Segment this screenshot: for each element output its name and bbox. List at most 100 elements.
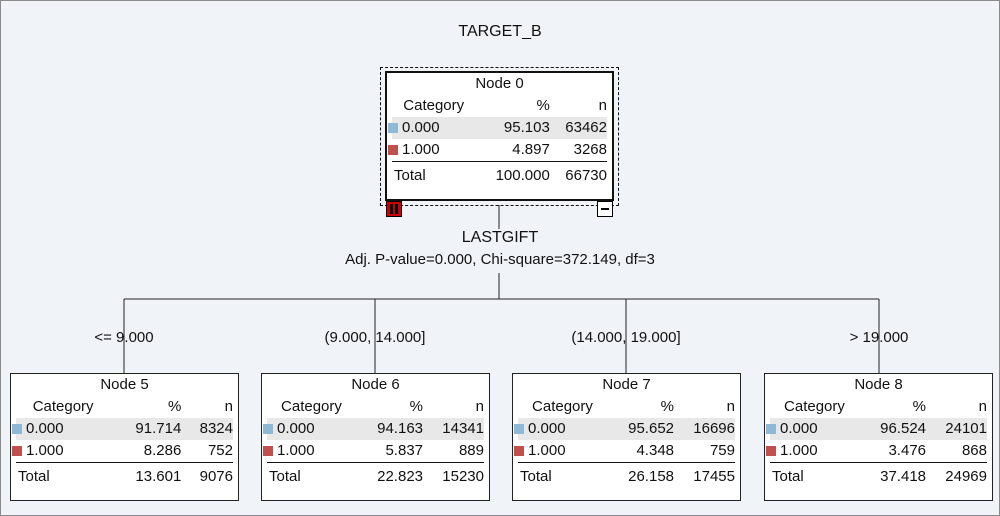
node-title: Node 0	[475, 75, 524, 92]
collapse-node-icon[interactable]	[597, 201, 613, 217]
branch-label: <= 9.000	[94, 329, 154, 346]
node-table: Category % n 0.000 95.103 63462 1.000 4.…	[388, 95, 607, 191]
percent-value: 8.286	[110, 440, 182, 463]
percent-value: 3.476	[858, 440, 927, 463]
category-row: 0.000 96.524 24101	[766, 418, 987, 440]
total-percent: 13.601	[135, 468, 182, 485]
category-label: 1.000	[528, 442, 566, 459]
total-count: 9076	[199, 468, 233, 485]
category-label: 0.000	[402, 119, 440, 136]
branch-label: (14.000, 19.000]	[571, 329, 681, 346]
category-row: 1.000 8.286 752	[12, 440, 233, 463]
header-n: n	[726, 398, 735, 415]
total-percent: 26.158	[628, 468, 675, 485]
total-row: Total 100.000 66730	[392, 162, 607, 191]
node-title: Node 7	[602, 376, 651, 393]
node-table: Category % n 0.000 94.163 14341 1.000 5.…	[263, 396, 484, 492]
total-row: Total 22.823 15230	[267, 463, 484, 492]
total-row: Total 13.601 9076	[16, 463, 233, 492]
branch-label: > 19.000	[849, 329, 909, 346]
node-title: Node 8	[854, 376, 903, 393]
count-value: 63462	[549, 117, 607, 139]
header-category: Category	[32, 398, 94, 415]
percent-value: 94.163	[355, 418, 424, 440]
category-label: 1.000	[402, 141, 440, 158]
total-label: Total	[394, 167, 426, 184]
category-row: 1.000 4.897 3268	[388, 139, 607, 162]
count-value: 14341	[423, 418, 484, 440]
header-percent: %	[536, 97, 550, 114]
node-table: Category % n 0.000 96.524 24101 1.000 3.…	[766, 396, 987, 492]
total-label: Total	[18, 468, 50, 485]
percent-value: 95.103	[475, 117, 550, 139]
percent-value: 91.714	[110, 418, 182, 440]
total-label: Total	[520, 468, 552, 485]
count-value: 16696	[674, 418, 735, 440]
header-percent: %	[912, 398, 927, 415]
category-label: 0.000	[277, 420, 315, 437]
category-label: 1.000	[780, 442, 818, 459]
count-value: 868	[926, 440, 987, 463]
category-row: 0.000 95.103 63462	[388, 117, 607, 139]
category-label: 0.000	[780, 420, 818, 437]
split-variable: LASTGIFT	[461, 229, 539, 246]
percent-value: 95.652	[606, 418, 675, 440]
category-row: 0.000 94.163 14341	[263, 418, 484, 440]
node-root[interactable]: Node 0 Category % n 0.000 95.103 63462 1…	[385, 71, 614, 201]
node-6[interactable]: Node 6 Category % n 0.000 94.163 14341 1…	[261, 373, 490, 501]
count-value: 752	[181, 440, 233, 463]
category-label: 0.000	[528, 420, 566, 437]
category-row: 0.000 95.652 16696	[514, 418, 735, 440]
header-n: n	[598, 97, 607, 114]
node-5[interactable]: Node 5 Category % n 0.000 91.714 8324 1.…	[10, 373, 239, 501]
category-1-swatch	[514, 446, 524, 456]
category-row: 1.000 3.476 868	[766, 440, 987, 463]
category-0-swatch	[12, 424, 22, 434]
category-row: 1.000 5.837 889	[263, 440, 484, 463]
target-title: TARGET_B	[458, 23, 542, 40]
node-title: Node 5	[100, 376, 149, 393]
percent-value: 4.348	[606, 440, 675, 463]
node-7[interactable]: Node 7 Category % n 0.000 95.652 16696 1…	[512, 373, 741, 501]
total-percent: 100.000	[495, 167, 550, 184]
percent-value: 5.837	[355, 440, 424, 463]
total-count: 66730	[565, 167, 607, 184]
count-value: 3268	[549, 139, 607, 162]
total-row: Total 26.158 17455	[518, 463, 735, 492]
total-count: 15230	[442, 468, 484, 485]
category-1-swatch	[12, 446, 22, 456]
category-1-swatch	[388, 145, 398, 155]
node-table: Category % n 0.000 95.652 16696 1.000 4.…	[514, 396, 735, 492]
percent-value: 96.524	[858, 418, 927, 440]
header-n: n	[224, 398, 233, 415]
category-0-swatch	[766, 424, 776, 434]
header-n: n	[475, 398, 484, 415]
total-count: 24969	[945, 468, 987, 485]
category-1-swatch	[766, 446, 776, 456]
category-0-swatch	[263, 424, 273, 434]
category-row: 0.000 91.714 8324	[12, 418, 233, 440]
header-category: Category	[403, 97, 465, 114]
total-count: 17455	[693, 468, 735, 485]
total-label: Total	[269, 468, 301, 485]
total-row: Total 37.418 24969	[770, 463, 987, 492]
node-8[interactable]: Node 8 Category % n 0.000 96.524 24101 1…	[764, 373, 993, 501]
header-percent: %	[409, 398, 424, 415]
header-category: Category	[784, 398, 845, 415]
count-value: 889	[423, 440, 484, 463]
category-row: 1.000 4.348 759	[514, 440, 735, 463]
node-graph-toggle-icon[interactable]	[386, 201, 402, 217]
split-statistics: Adj. P-value=0.000, Chi-square=372.149, …	[345, 251, 655, 268]
total-percent: 22.823	[377, 468, 424, 485]
count-value: 8324	[181, 418, 233, 440]
category-1-swatch	[263, 446, 273, 456]
header-category: Category	[532, 398, 593, 415]
node-table: Category % n 0.000 91.714 8324 1.000 8.2…	[12, 396, 233, 492]
category-0-swatch	[388, 123, 398, 133]
count-value: 24101	[926, 418, 987, 440]
percent-value: 4.897	[475, 139, 550, 162]
category-label: 1.000	[277, 442, 315, 459]
header-n: n	[978, 398, 987, 415]
